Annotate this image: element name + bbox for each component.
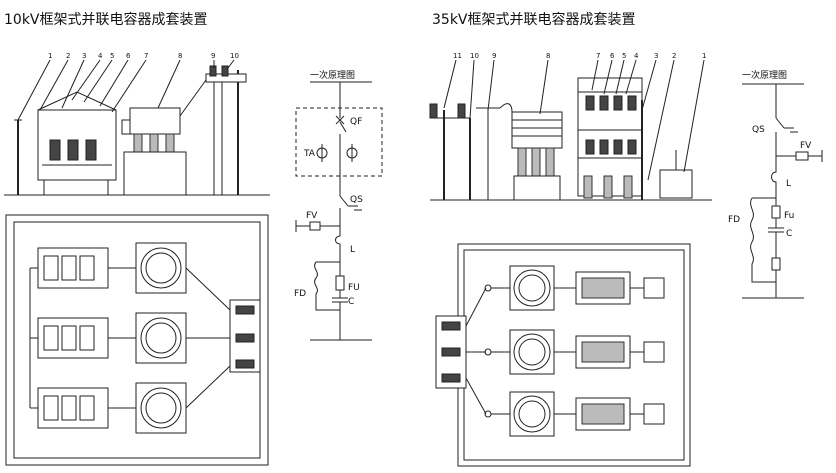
right-label-qs: QS bbox=[752, 125, 765, 135]
right-title: 35kV框架式并联电容器成套装置 bbox=[432, 11, 636, 28]
reactor-row-2 bbox=[484, 329, 665, 375]
left-callout-5: 5 bbox=[110, 52, 114, 60]
left-label-fu: FU bbox=[348, 283, 360, 293]
right-callouts: 11 10 9 8 7 6 5 4 3 2 1 bbox=[453, 52, 706, 60]
right-callout-5: 5 bbox=[622, 52, 626, 60]
left-label-c: C bbox=[348, 297, 354, 307]
capacitor-row-3 bbox=[30, 365, 231, 434]
right-label-fu: Fu bbox=[784, 211, 794, 221]
capacitor-row-2 bbox=[30, 312, 230, 364]
right-label-fd: FD bbox=[728, 215, 740, 225]
left-elevation bbox=[4, 59, 270, 196]
left-callout-6: 6 bbox=[126, 52, 131, 60]
right-callout-4: 4 bbox=[634, 52, 639, 60]
right-callout-11: 11 bbox=[453, 52, 462, 60]
right-callout-7: 7 bbox=[596, 52, 600, 60]
left-callout-7: 7 bbox=[144, 52, 148, 60]
right-elevation bbox=[429, 59, 712, 201]
right-callout-3: 3 bbox=[654, 52, 658, 60]
reactor-row-1 bbox=[484, 265, 665, 311]
right-callout-1: 1 bbox=[702, 52, 706, 60]
left-label-fd: FD bbox=[294, 289, 306, 299]
right-schematic: 一次原理图 QS FV L FD Fu C bbox=[728, 69, 823, 299]
right-callout-2: 2 bbox=[672, 52, 676, 60]
reactor-row-3 bbox=[484, 391, 665, 437]
left-callout-8: 8 bbox=[178, 52, 182, 60]
left-title: 10kV框架式并联电容器成套装置 bbox=[4, 11, 208, 28]
left-callouts: 1 2 3 4 5 6 7 8 9 10 bbox=[48, 52, 239, 60]
right-callout-8: 8 bbox=[546, 52, 550, 60]
left-plan bbox=[5, 214, 269, 466]
left-callout-2: 2 bbox=[66, 52, 70, 60]
right-plan bbox=[435, 243, 691, 467]
right-schematic-title: 一次原理图 bbox=[742, 69, 787, 81]
right-callout-10: 10 bbox=[470, 52, 479, 60]
left-callout-4: 4 bbox=[98, 52, 103, 60]
left-schematic-title: 一次原理图 bbox=[310, 69, 355, 81]
left-label-l: L bbox=[350, 245, 355, 255]
capacitor-row-1 bbox=[30, 242, 231, 311]
left-schematic: 一次原理图 QF TA QS FV L FD bbox=[294, 69, 383, 341]
left-label-qs: QS bbox=[350, 195, 363, 205]
right-callout-9: 9 bbox=[492, 52, 496, 60]
left-callout-9: 9 bbox=[211, 52, 215, 60]
right-label-c: C bbox=[786, 229, 792, 239]
left-label-qf: QF bbox=[350, 117, 362, 127]
right-label-fv: FV bbox=[800, 141, 812, 151]
left-callout-3: 3 bbox=[82, 52, 86, 60]
right-callout-6: 6 bbox=[610, 52, 615, 60]
left-label-fv: FV bbox=[306, 211, 318, 221]
left-label-ta: TA bbox=[303, 149, 316, 159]
left-callout-1: 1 bbox=[48, 52, 52, 60]
right-label-l: L bbox=[786, 179, 791, 189]
left-callout-10: 10 bbox=[230, 52, 239, 60]
